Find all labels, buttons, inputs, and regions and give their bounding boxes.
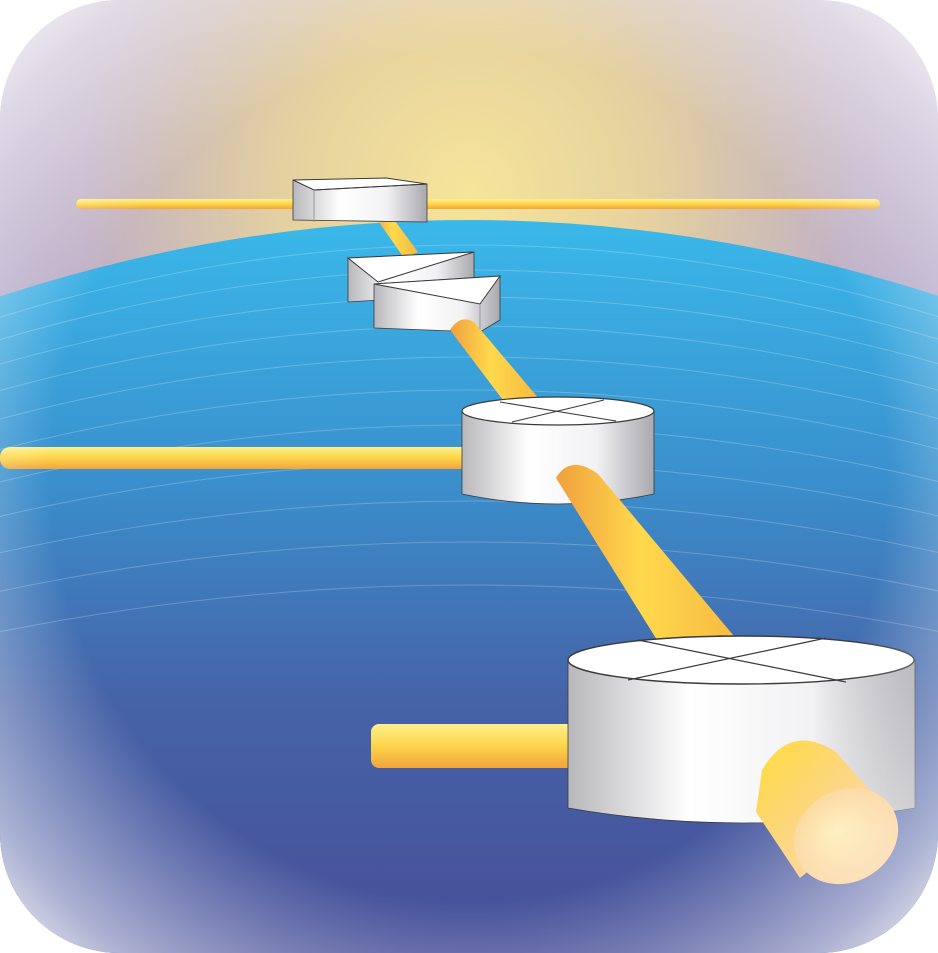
vignette-overlay (0, 0, 938, 953)
optical-network-illustration (0, 0, 938, 953)
